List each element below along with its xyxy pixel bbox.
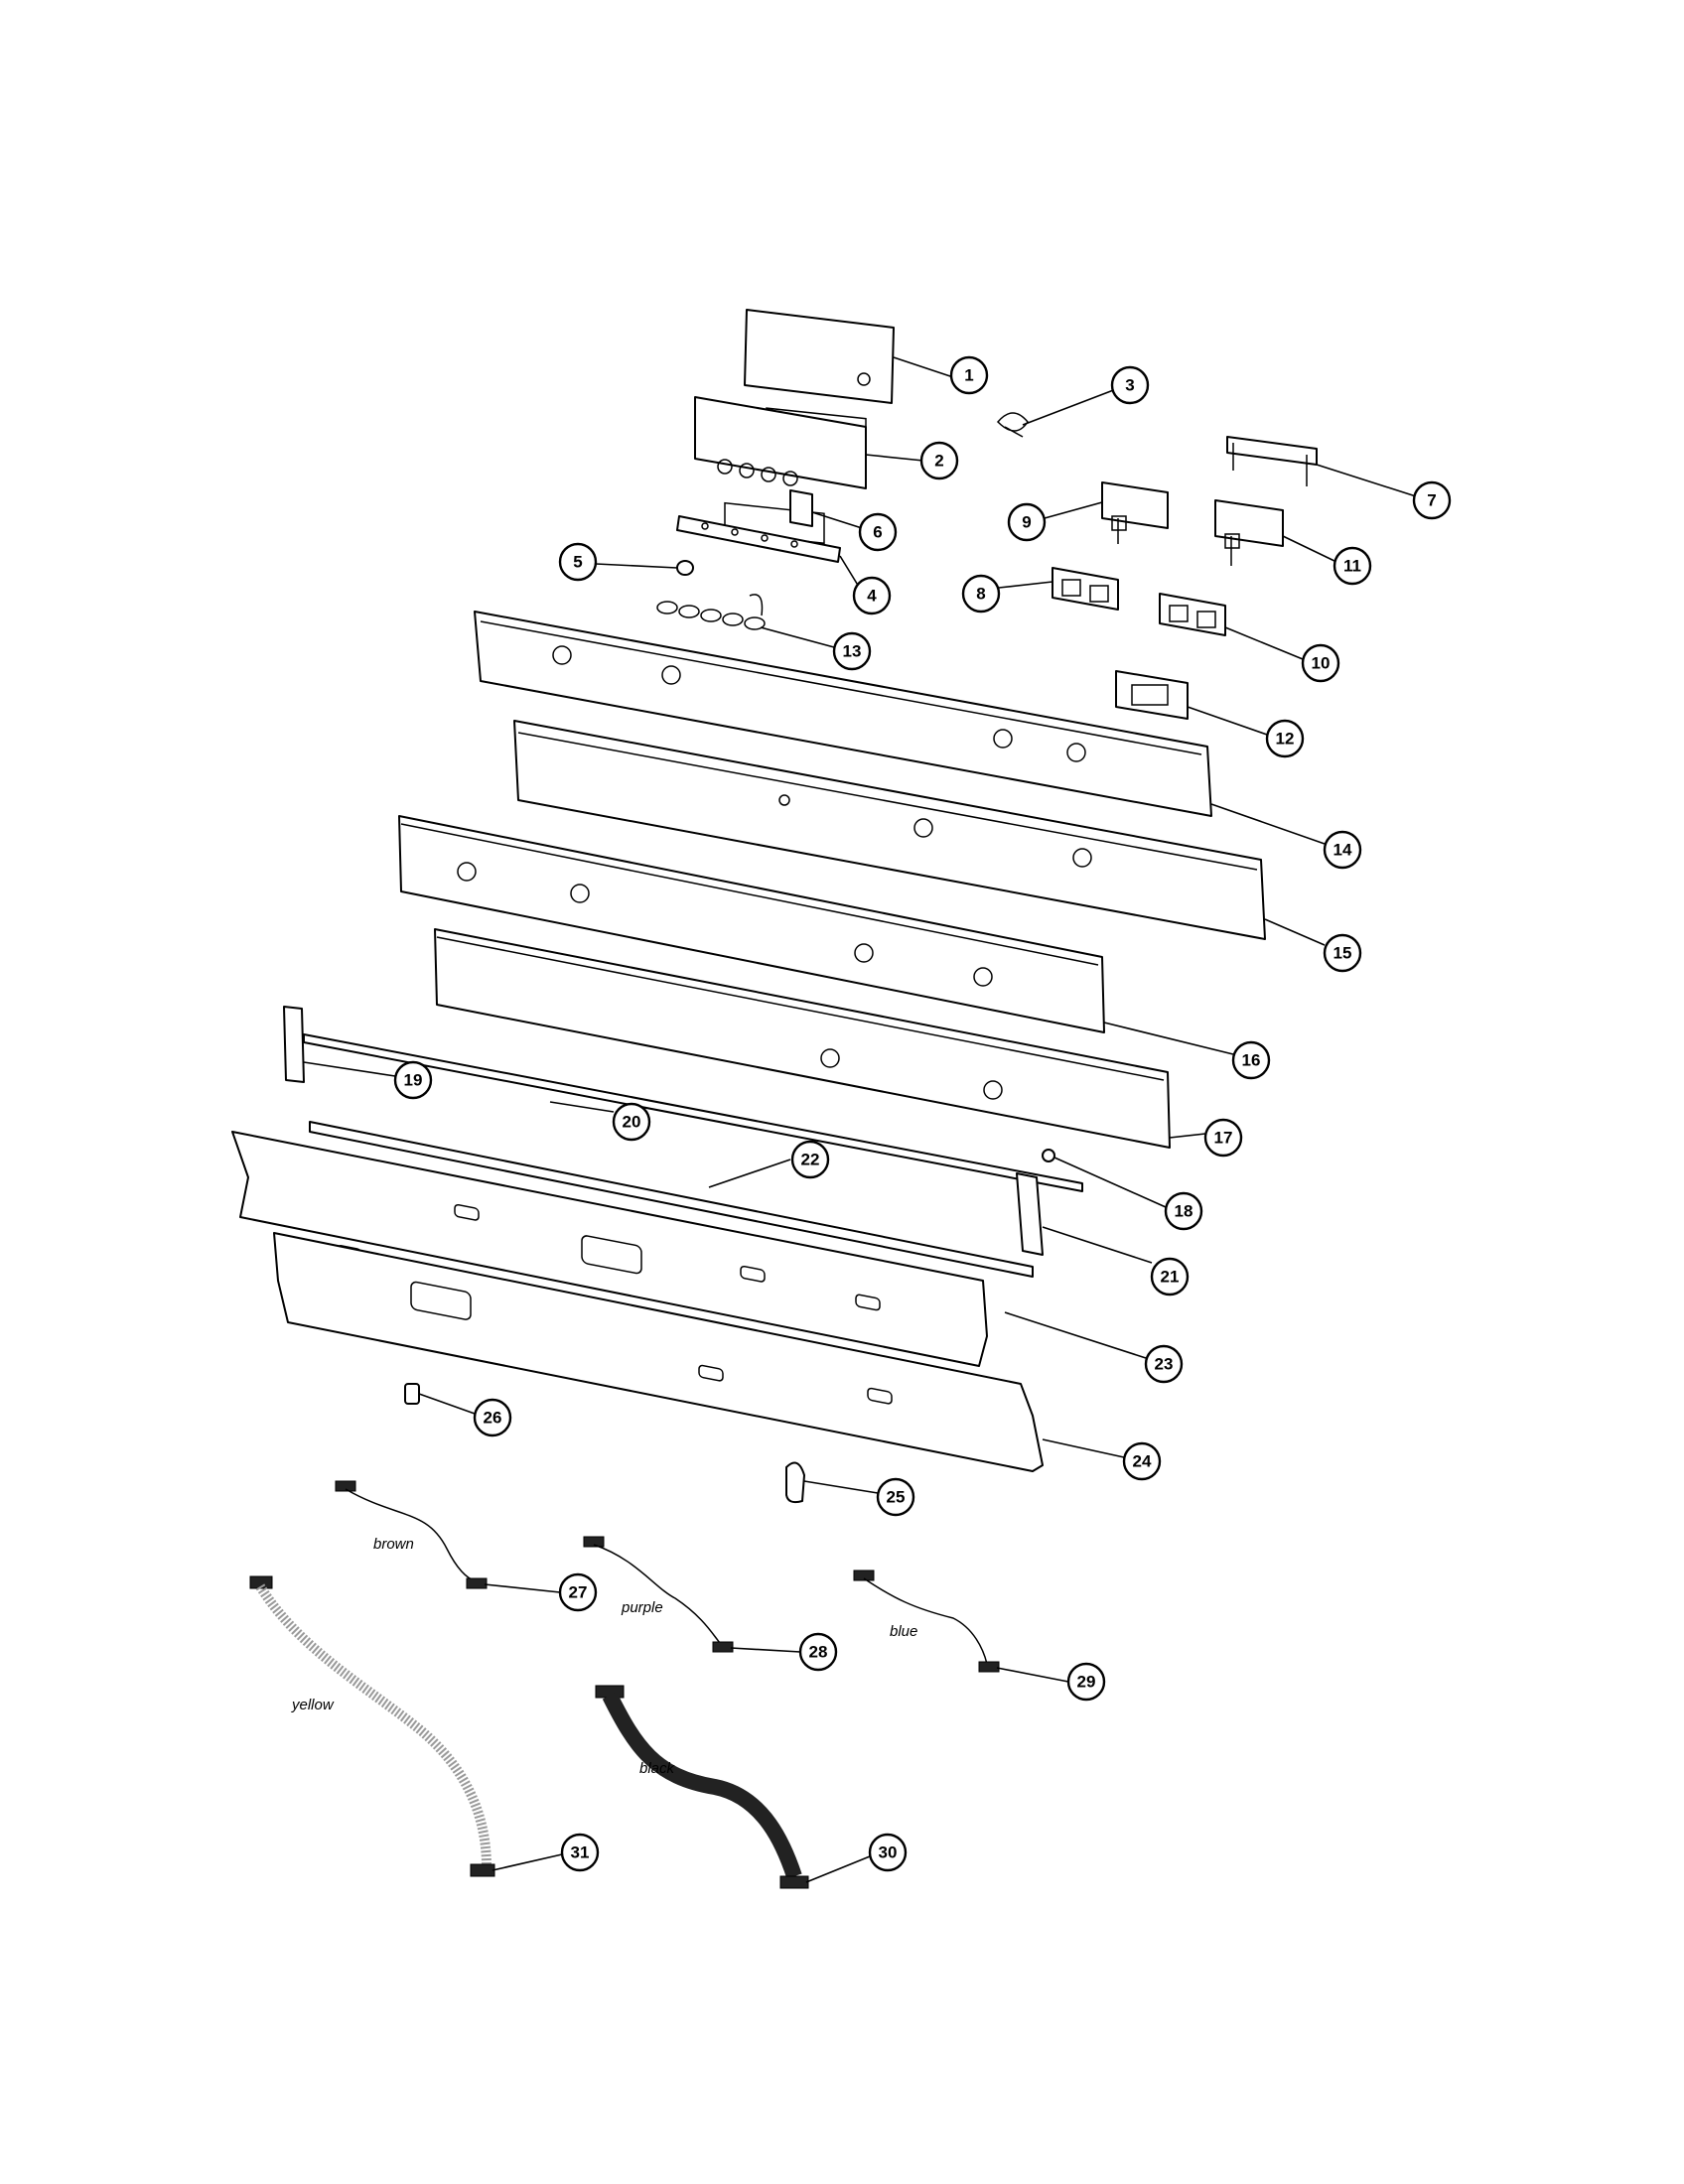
callout-9: 9	[1007, 502, 1047, 542]
wire-label-yellow: yellow	[291, 1697, 335, 1713]
callout-2-label: 2	[934, 452, 943, 471]
callout-24-label: 24	[1133, 1452, 1152, 1471]
callout-18: 18	[1164, 1191, 1203, 1231]
callout-5-label: 5	[573, 553, 582, 572]
part-28-wire-harness-purple	[583, 1536, 734, 1653]
callout-7-label: 7	[1427, 491, 1436, 510]
callout-28-label: 28	[809, 1643, 828, 1662]
callout-13-label: 13	[843, 642, 862, 661]
callout-2: 2	[919, 441, 959, 480]
wire-label-brown: brown	[373, 1536, 414, 1553]
callout-4-label: 4	[867, 587, 877, 606]
part-6-small-plate	[789, 489, 813, 527]
leader-lines	[303, 356, 1417, 1883]
callout-11-label: 11	[1343, 557, 1361, 576]
callout-26: 26	[473, 1398, 512, 1437]
callout-8: 8	[961, 574, 1001, 614]
part-30-wire-harness-black	[595, 1685, 809, 1889]
callout-3: 3	[1110, 365, 1150, 405]
part-10-switch-housing	[1159, 593, 1226, 636]
part-13-button-set	[656, 594, 766, 630]
callout-19: 19	[393, 1060, 433, 1100]
callout-28: 28	[798, 1632, 838, 1672]
callout-12: 12	[1265, 719, 1305, 758]
part-19-end-bracket	[283, 1006, 305, 1083]
callout-29-label: 29	[1077, 1673, 1096, 1692]
part-1-control-board	[744, 309, 895, 479]
callout-24: 24	[1122, 1441, 1162, 1481]
wire-label-purple: purple	[621, 1599, 663, 1616]
callout-12-label: 12	[1276, 730, 1295, 749]
callout-29: 29	[1066, 1662, 1106, 1702]
callout-31: 31	[560, 1833, 600, 1872]
callout-20: 20	[612, 1102, 651, 1142]
callout-14-label: 14	[1333, 841, 1352, 860]
callout-27-label: 27	[569, 1583, 588, 1602]
part-31-wire-harness-yellow	[249, 1575, 495, 1877]
callout-22: 22	[790, 1140, 830, 1179]
callout-26-label: 26	[484, 1409, 502, 1428]
part-18-screw	[1042, 1149, 1055, 1162]
part-7-latch-bracket	[1226, 436, 1318, 486]
part-4-bracket-strip	[676, 515, 841, 563]
callout-15: 15	[1323, 933, 1362, 973]
part-27-wire-harness-brown	[335, 1480, 488, 1589]
part-16-support-panel	[398, 815, 1105, 1033]
callout-31-label: 31	[571, 1843, 590, 1862]
callout-30-label: 30	[879, 1843, 898, 1862]
part-21-end-bracket	[1016, 1172, 1044, 1256]
callout-9-label: 9	[1022, 513, 1031, 532]
callout-21-label: 21	[1161, 1268, 1180, 1287]
callout-4: 4	[852, 576, 892, 615]
callout-1-label: 1	[964, 366, 973, 385]
part-8-switch-housing	[1052, 567, 1119, 611]
callout-8-label: 8	[976, 585, 985, 604]
callout-17-label: 17	[1214, 1129, 1233, 1148]
callout-6: 6	[858, 512, 898, 552]
callout-14: 14	[1323, 830, 1362, 870]
callout-5: 5	[558, 542, 598, 582]
callout-3-label: 3	[1125, 376, 1134, 395]
callout-27: 27	[558, 1572, 598, 1612]
callout-16: 16	[1231, 1040, 1271, 1080]
callout-1: 1	[949, 355, 989, 395]
part-14-rear-panel	[474, 611, 1212, 817]
part-9-switch	[1101, 481, 1169, 544]
callout-23: 23	[1144, 1344, 1184, 1384]
callout-13: 13	[832, 631, 872, 671]
callout-20-label: 20	[623, 1113, 641, 1132]
callout-21: 21	[1150, 1257, 1190, 1297]
part-3-clip	[996, 412, 1029, 438]
callout-18-label: 18	[1175, 1202, 1193, 1221]
part-29-wire-harness-blue	[853, 1570, 1000, 1673]
part-12-switch-bracket	[1115, 670, 1189, 720]
callout-22-label: 22	[801, 1151, 820, 1169]
callout-25: 25	[876, 1477, 915, 1517]
callout-10: 10	[1301, 643, 1340, 683]
callout-25-label: 25	[887, 1488, 906, 1507]
callout-7: 7	[1412, 480, 1452, 520]
part-17-inner-panel	[434, 928, 1171, 1149]
part-22-lower-rail	[309, 1121, 1034, 1278]
part-2-display-module	[694, 396, 867, 545]
callout-6-label: 6	[873, 523, 882, 542]
callout-19-label: 19	[404, 1071, 423, 1090]
part-15-panel-frame	[513, 720, 1266, 940]
callout-10-label: 10	[1312, 654, 1331, 673]
callout-15-label: 15	[1333, 944, 1352, 963]
callout-17: 17	[1203, 1118, 1243, 1158]
part-11-switch	[1214, 499, 1284, 566]
part-26-fastener	[404, 1383, 420, 1405]
callout-30: 30	[868, 1833, 908, 1872]
part-25-knob	[785, 1461, 805, 1504]
part-24-control-panel-trim	[273, 1232, 1044, 1472]
part-20-upper-rail	[303, 1033, 1083, 1192]
wire-label-black: black	[639, 1760, 676, 1777]
callout-23-label: 23	[1155, 1355, 1174, 1374]
part-5-nut	[676, 560, 694, 576]
callout-16-label: 16	[1242, 1051, 1261, 1070]
wire-label-blue: blue	[890, 1623, 917, 1640]
callout-11: 11	[1333, 546, 1372, 586]
